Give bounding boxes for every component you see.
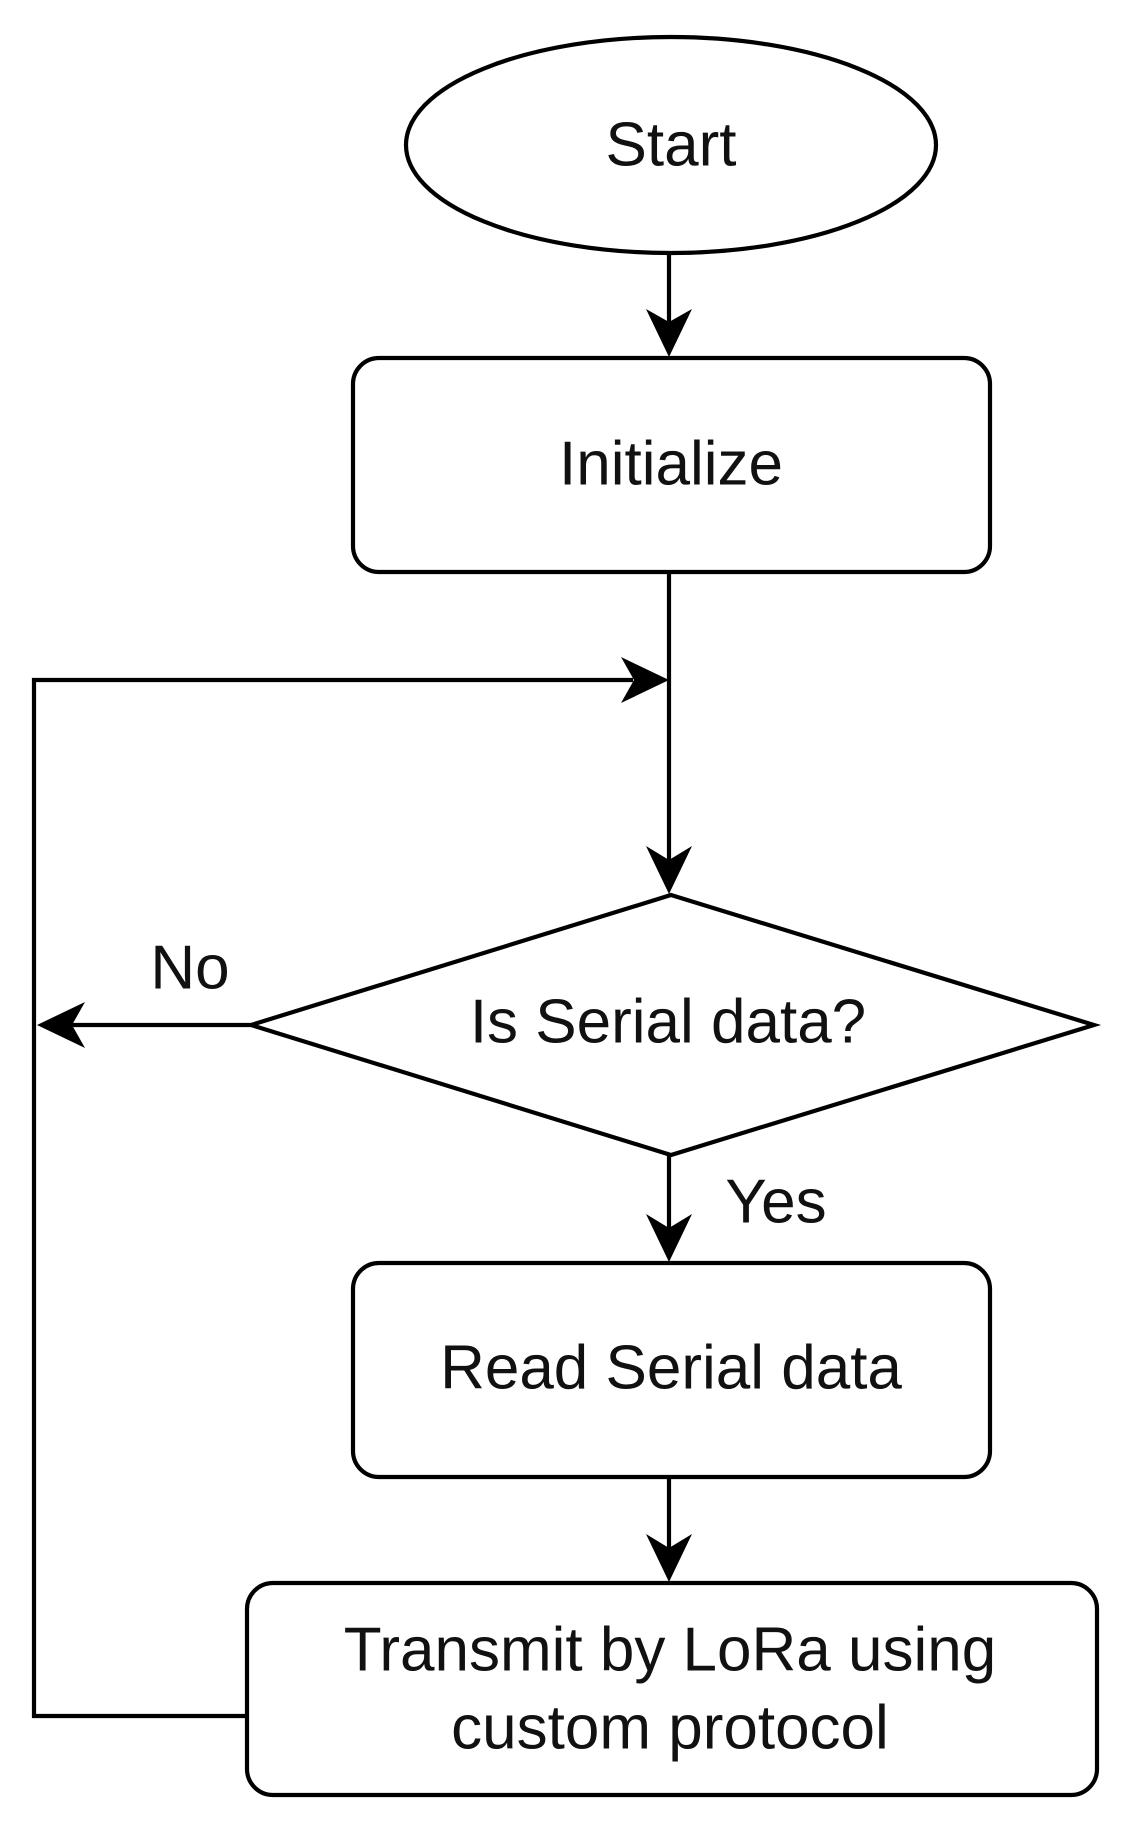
node-decision: Is Serial data? [243, 892, 1102, 1158]
node-decision-label: Is Serial data? [470, 988, 866, 1057]
node-read-serial-label: Read Serial data [440, 1334, 902, 1403]
node-initialize-label: Initialize [559, 430, 783, 499]
node-initialize: Initialize [350, 355, 993, 575]
edge-initialize-to-decision [646, 573, 692, 894]
node-read-serial: Read Serial data [350, 1260, 993, 1480]
edge-label-yes: Yes [725, 1168, 826, 1237]
edge-decision-yes [646, 1155, 692, 1262]
edge-decision-no [37, 1002, 251, 1048]
edge-start-to-initialize [646, 254, 692, 357]
edge-transmit-loop-back [31, 657, 669, 1719]
node-transmit-label-line2: custom protocol [451, 1694, 889, 1763]
node-transmit: Transmit by LoRa using custom protocol [244, 1580, 1100, 1798]
edge-read-to-transmit [646, 1477, 692, 1582]
node-transmit-label-line1: Transmit by LoRa using [344, 1616, 996, 1685]
node-start-label: Start [606, 111, 737, 180]
node-start: Start [403, 34, 939, 256]
edge-label-no: No [150, 934, 229, 1003]
